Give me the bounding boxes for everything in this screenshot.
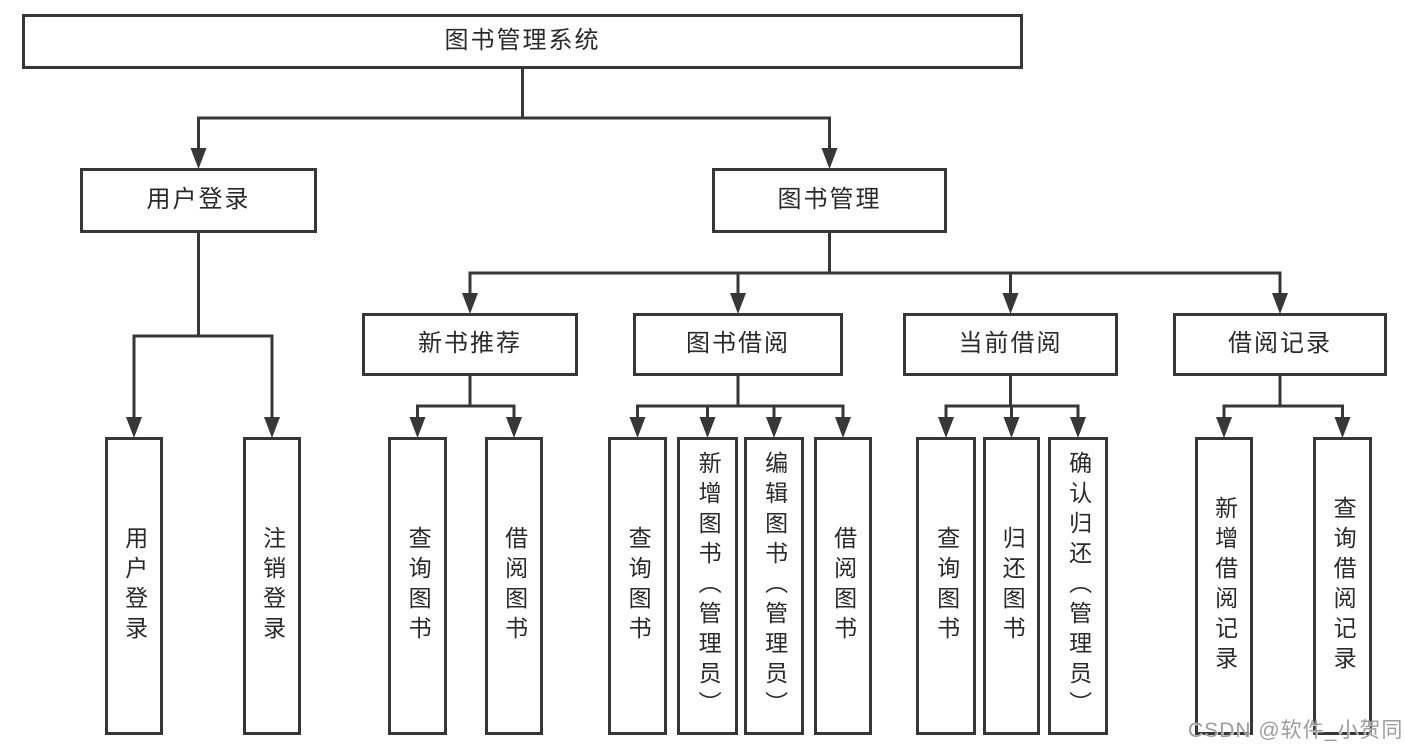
node-label-leaf-confirm-return: 确认归还（管理员） <box>1065 451 1092 721</box>
node-label-leaf-query-book-1: 查询图书 <box>405 526 432 646</box>
node-leaf-confirm-return: 确认归还（管理员） <box>1048 437 1108 735</box>
node-leaf-logout: 注销登录 <box>243 437 301 735</box>
node-leaf-add-book: 新增图书（管理员） <box>677 437 738 735</box>
node-label-borrow-records: 借阅记录 <box>1228 330 1332 358</box>
node-leaf-borrow-book-1: 借阅图书 <box>485 437 543 735</box>
node-label-book-mgmt: 图书管理 <box>777 186 882 214</box>
node-leaf-query-book-2: 查询图书 <box>608 437 667 735</box>
node-label-leaf-add-book: 新增图书（管理员） <box>695 451 722 721</box>
node-label-leaf-logout: 注销登录 <box>259 526 286 646</box>
node-current-borrow: 当前借阅 <box>903 313 1118 376</box>
node-borrow-records: 借阅记录 <box>1173 313 1387 376</box>
node-leaf-return-book: 归还图书 <box>983 437 1040 735</box>
watermark: CSDN @软件_小贺同学 <box>1188 719 1405 742</box>
node-leaf-query-record: 查询借阅记录 <box>1313 437 1372 735</box>
node-leaf-query-book-1: 查询图书 <box>388 437 447 735</box>
node-book-mgmt: 图书管理 <box>712 168 947 233</box>
node-label-leaf-query-record: 查询借阅记录 <box>1330 496 1357 676</box>
node-label-current-borrow: 当前借阅 <box>958 330 1063 358</box>
node-label-leaf-borrow-book-1: 借阅图书 <box>501 526 528 646</box>
node-leaf-query-book-3: 查询图书 <box>916 437 976 735</box>
node-leaf-user-login: 用户登录 <box>105 437 163 735</box>
node-leaf-add-record: 新增借阅记录 <box>1195 437 1253 735</box>
node-root: 图书管理系统 <box>22 14 1023 69</box>
node-label-user-login: 用户登录 <box>146 186 251 214</box>
node-user-login: 用户登录 <box>80 168 317 233</box>
node-book-borrow: 图书借阅 <box>633 313 843 376</box>
node-label-leaf-user-login: 用户登录 <box>121 526 148 646</box>
node-label-leaf-edit-book: 编辑图书（管理员） <box>761 451 788 721</box>
node-label-book-borrow: 图书借阅 <box>686 330 790 358</box>
node-leaf-edit-book: 编辑图书（管理员） <box>744 437 804 735</box>
node-label-leaf-query-book-2: 查询图书 <box>625 526 652 646</box>
node-new-book-rec: 新书推荐 <box>362 313 578 376</box>
node-label-leaf-return-book: 归还图书 <box>999 526 1026 646</box>
node-label-root: 图书管理系统 <box>444 27 601 55</box>
node-label-leaf-add-record: 新增借阅记录 <box>1211 496 1238 676</box>
node-leaf-borrow-book-2: 借阅图书 <box>814 437 872 735</box>
node-label-leaf-borrow-book-2: 借阅图书 <box>830 526 857 646</box>
node-label-new-book-rec: 新书推荐 <box>418 330 522 358</box>
node-label-leaf-query-book-3: 查询图书 <box>933 526 960 646</box>
